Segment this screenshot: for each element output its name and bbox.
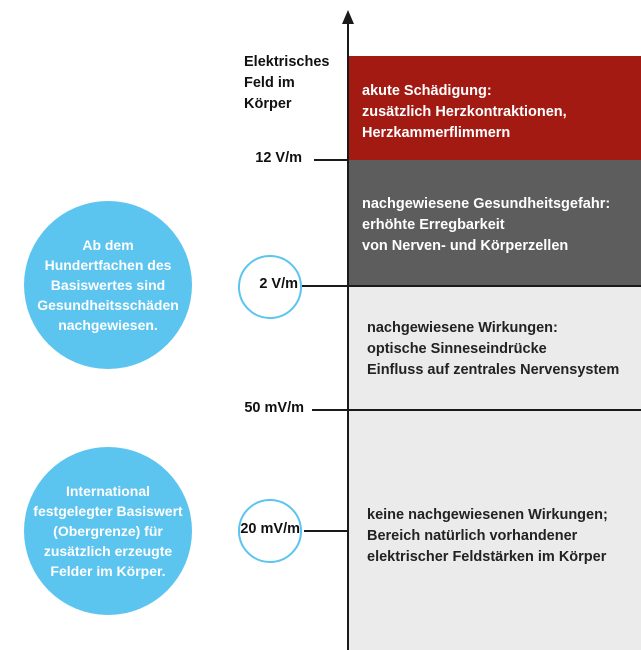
band-health-hazard: nachgewiesene Gesundheitsgefahr: erhöhte…: [348, 160, 641, 286]
band-acute-damage-text: akute Schädigung: zusätzlich Herzkontrak…: [362, 83, 567, 141]
callout-base-value: International festgelegter Basiswert (Ob…: [24, 447, 192, 615]
vertical-axis: [347, 22, 349, 650]
tick-label-20mv: 20 mV/m: [240, 521, 300, 537]
tick-label-50mv: 50 mV/m: [244, 400, 304, 416]
band-health-hazard-text: nachgewiesene Gesundheitsgefahr: erhöhte…: [362, 196, 611, 254]
level-line-12v: [314, 159, 348, 161]
axis-title: Elektrisches Feld im Körper: [244, 54, 330, 112]
band-proven-effects-text: nachgewiesene Wirkungen: optische Sinnes…: [367, 320, 620, 378]
tick-label-2v: 2 V/m: [259, 276, 298, 292]
band-acute-damage: akute Schädigung: zusätzlich Herzkontrak…: [348, 56, 641, 160]
band-no-effects-text: keine nachgewiesenen Wirkungen; Bereich …: [367, 507, 608, 565]
level-line-20mv: [304, 530, 348, 532]
callout-health-damage: Ab dem Hundertfachen des Basiswertes sin…: [24, 201, 192, 369]
callout-health-damage-text: Ab dem Hundertfachen des Basiswertes sin…: [37, 237, 179, 333]
marker-circle-2v: [238, 255, 302, 319]
band-light-area: [348, 286, 641, 650]
callout-base-value-text: International festgelegter Basiswert (Ob…: [33, 483, 183, 579]
axis-arrow-icon: [342, 10, 354, 24]
level-line-2v: [302, 285, 641, 287]
tick-label-12v: 12 V/m: [255, 150, 302, 166]
marker-circle-20mv: [238, 499, 302, 563]
level-line-50mv: [312, 409, 641, 411]
